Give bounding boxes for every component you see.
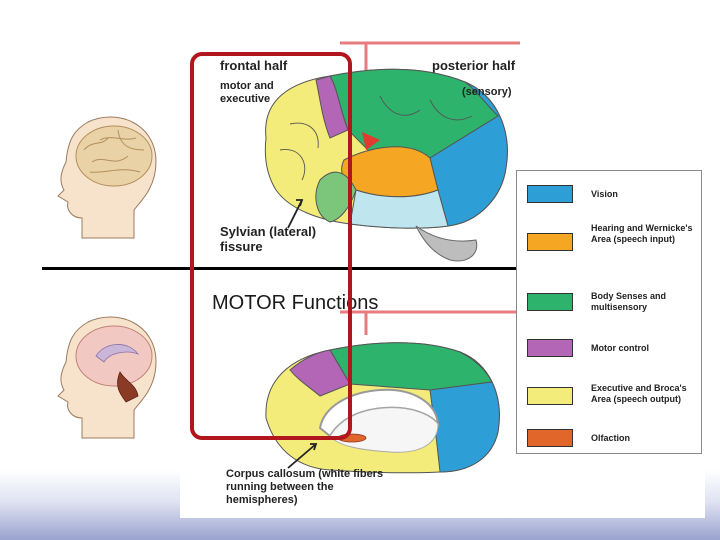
legend-item-vision: Vision bbox=[517, 177, 703, 217]
frontal-title: frontal half bbox=[220, 58, 288, 73]
head-illustrations bbox=[57, 116, 157, 439]
legend-item-executive: Executive and Broca's Area (speech outpu… bbox=[517, 377, 703, 417]
legend-swatch bbox=[527, 429, 573, 447]
legend-swatch bbox=[527, 293, 573, 311]
legend-swatch bbox=[527, 339, 573, 357]
legend-swatch bbox=[527, 233, 573, 251]
legend-label: Olfaction bbox=[591, 433, 631, 443]
motor-functions-text: MOTOR Functions bbox=[212, 292, 379, 314]
posterior-title: posterior half bbox=[432, 58, 516, 73]
legend-item-body-senses: Body Senses and multisensory bbox=[517, 285, 703, 325]
posterior-subtitle: (sensory) bbox=[462, 86, 512, 98]
callosum-arrow bbox=[287, 443, 317, 469]
color-legend: Vision Hearing and Wernicke's Area (spee… bbox=[516, 170, 702, 454]
legend-item-olfaction: Olfaction bbox=[517, 421, 703, 461]
legend-label: Body Senses and multisensory bbox=[591, 291, 667, 312]
corpus-callosum-label: Corpus callosum (white fibers running be… bbox=[226, 468, 384, 506]
motor-highlight-box bbox=[190, 52, 352, 440]
legend-label: Executive and Broca's Area (speech outpu… bbox=[591, 383, 687, 404]
legend-label: Hearing and Wernicke's Area (speech inpu… bbox=[591, 223, 693, 244]
lateral-brain bbox=[264, 68, 508, 262]
legend-swatch bbox=[527, 185, 573, 203]
section-divider-line bbox=[42, 267, 602, 270]
legend-label: Vision bbox=[591, 189, 618, 199]
legend-item-hearing: Hearing and Wernicke's Area (speech inpu… bbox=[517, 221, 703, 261]
head-bottom-icon bbox=[57, 316, 157, 439]
legend-swatch bbox=[527, 387, 573, 405]
legend-item-motor-control: Motor control bbox=[517, 331, 703, 371]
brain-diagram bbox=[264, 41, 520, 474]
head-top-icon bbox=[57, 116, 157, 239]
frontal-subtitle: motor and executive bbox=[220, 80, 274, 105]
legend-label: Motor control bbox=[591, 343, 649, 353]
sylvian-fissure-label: Sylvian (lateral) fissure bbox=[220, 224, 317, 254]
